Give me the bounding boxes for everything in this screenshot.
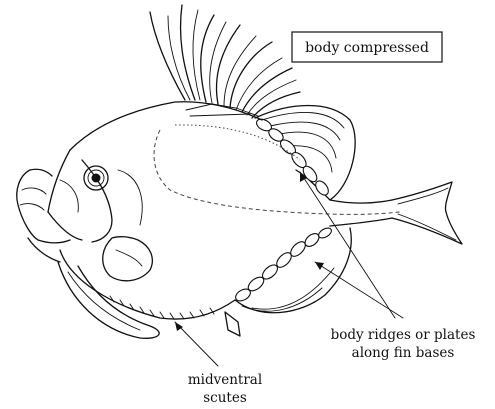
- ridges-label-line1: body ridges or plates: [331, 327, 476, 343]
- eye: [84, 166, 108, 190]
- body-compressed-label: body compressed: [305, 40, 429, 56]
- midventral-label-line1: midventral: [188, 372, 262, 388]
- anal-fin: [225, 226, 351, 336]
- fish-body: [17, 102, 400, 339]
- ridges-label-line2: along fin bases: [352, 345, 455, 361]
- caudal-fin: [392, 182, 462, 244]
- soft-dorsal-fin: [255, 106, 356, 201]
- dorsal-fin-spines: [150, 5, 300, 118]
- midventral-arrow: [175, 322, 218, 366]
- body-compressed-label-box: body compressed: [292, 32, 442, 62]
- midventral-label-line2: scutes: [203, 390, 247, 406]
